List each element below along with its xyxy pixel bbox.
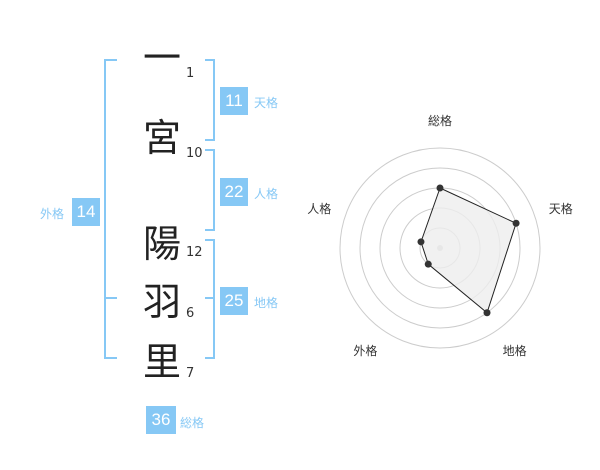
chikaku-label: 地格 bbox=[254, 296, 279, 310]
tenkaku-label: 天格 bbox=[254, 96, 279, 110]
soukaku-label: 総格 bbox=[180, 416, 205, 430]
radar-point-1 bbox=[436, 184, 444, 192]
gaikaku-label: 外格 bbox=[40, 207, 65, 221]
radar-point-4 bbox=[424, 260, 432, 268]
radar-point-5 bbox=[417, 238, 425, 246]
radar-point-3 bbox=[483, 309, 491, 317]
radar-point-2 bbox=[512, 219, 520, 227]
jinkaku-label: 人格 bbox=[254, 187, 279, 201]
radar-axis-label-1: 総格 bbox=[427, 114, 452, 128]
chikaku-value: 25 bbox=[220, 287, 248, 315]
jinkaku-bracket bbox=[205, 149, 215, 231]
name-char-5: 里 bbox=[142, 340, 181, 384]
radar-grid-ring bbox=[359, 167, 521, 329]
gaikaku-value: 14 bbox=[72, 198, 100, 226]
tenkaku-bracket bbox=[205, 59, 215, 141]
radar-grid-ring bbox=[339, 147, 541, 349]
radar-value-polygon bbox=[420, 187, 517, 314]
radar-axis-label-5: 人格 bbox=[307, 201, 332, 216]
stroke-count-3: 12 bbox=[186, 245, 203, 260]
stroke-count-2: 10 bbox=[186, 146, 203, 161]
radar-axis-label-2: 天格 bbox=[548, 201, 573, 216]
tenkaku-value: 11 bbox=[220, 87, 248, 115]
name-char-2: 宮 bbox=[142, 116, 181, 160]
stroke-count-4: 6 bbox=[186, 306, 195, 321]
stroke-count-1: 1 bbox=[186, 66, 195, 81]
name-char-4: 羽 bbox=[142, 280, 181, 324]
gaikaku-bracket bbox=[104, 59, 117, 359]
name-char-3: 陽 bbox=[142, 222, 181, 266]
radar-axis-label-3: 地格 bbox=[502, 343, 527, 358]
soukaku-value: 36 bbox=[146, 406, 176, 434]
radar-axis-label-4: 外格 bbox=[353, 343, 378, 358]
name-char-1: 一 bbox=[142, 36, 181, 80]
jinkaku-value: 22 bbox=[220, 178, 248, 206]
stroke-count-5: 7 bbox=[186, 366, 195, 381]
